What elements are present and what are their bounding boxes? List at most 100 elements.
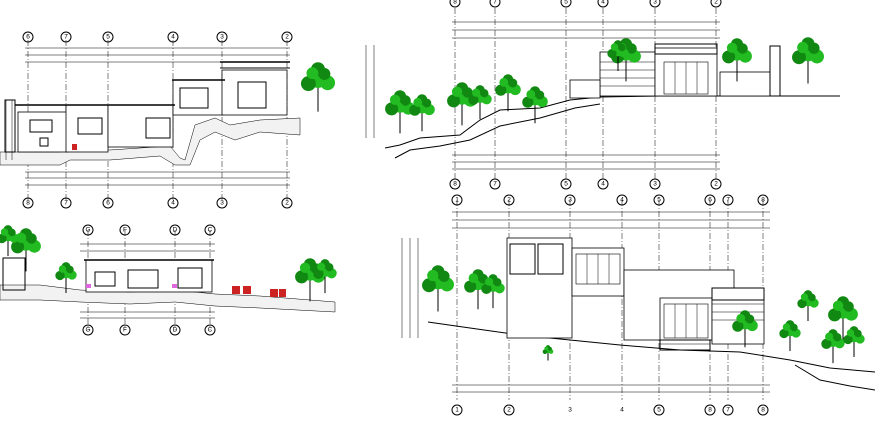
- svg-text:7: 7: [64, 200, 68, 207]
- svg-text:8: 8: [26, 200, 30, 207]
- elevation-north-dimensions-left: [365, 45, 375, 138]
- svg-text:1: 1: [455, 407, 459, 414]
- tree-icon: [495, 74, 521, 112]
- elevation-north: [365, 8, 840, 180]
- grid-bubble: 3: [649, 178, 661, 190]
- grid-bubble: 6: [102, 197, 114, 209]
- svg-text:2: 2: [507, 407, 511, 414]
- grid-bubble: D: [169, 324, 181, 336]
- tree-icon: [468, 85, 492, 120]
- grid-bubble: 4: [597, 0, 609, 8]
- grid-bubble: 8: [757, 194, 769, 206]
- grid-bubble: 4: [167, 31, 179, 43]
- elevation-south-terrain: [427, 321, 875, 373]
- svg-text:5: 5: [106, 34, 110, 41]
- svg-text:4: 4: [620, 407, 624, 414]
- grid-bubble: 8: [757, 404, 769, 416]
- grid-bubble: G: [82, 324, 94, 336]
- section-b: [0, 230, 336, 330]
- svg-text:2: 2: [285, 34, 289, 41]
- section-a-building: [4, 61, 290, 153]
- svg-text:3: 3: [568, 197, 572, 204]
- section-b-grid-bottom: G F D C: [82, 324, 216, 336]
- tree-icon: [779, 320, 801, 351]
- svg-text:8: 8: [453, 0, 457, 6]
- tree-icon: [792, 37, 824, 84]
- grid-bubble: 7: [722, 194, 734, 206]
- svg-text:7: 7: [726, 197, 730, 204]
- grid-label: 4: [620, 407, 624, 414]
- grid-bubble: 7: [60, 197, 72, 209]
- section-a: [0, 40, 301, 200]
- elevation-south-dimensions-bottom: [452, 384, 770, 393]
- svg-text:F: F: [123, 227, 127, 234]
- tree-icon: [11, 228, 41, 272]
- svg-text:D: D: [173, 227, 178, 234]
- grid-bubble: 8: [449, 178, 461, 190]
- svg-text:2: 2: [285, 200, 289, 207]
- svg-text:7: 7: [64, 34, 68, 41]
- grid-bubble: 2: [281, 197, 293, 209]
- trees: [0, 37, 865, 364]
- svg-text:5: 5: [564, 181, 568, 188]
- svg-text:5: 5: [657, 407, 661, 414]
- tree-icon: [300, 62, 336, 112]
- section-a-dimensions-bottom: [25, 171, 290, 186]
- grid-bubble: 2: [503, 194, 515, 206]
- tree-icon: [843, 326, 865, 357]
- elevation-south-grid-top: 1 2 3 4 5 6 7 8: [451, 194, 769, 206]
- section-b-dimensions-bottom: [80, 311, 215, 319]
- elevation-south-terrain-lower: [794, 364, 875, 391]
- grid-bubble: C: [204, 224, 216, 236]
- grid-bubble: 3: [649, 0, 661, 8]
- tree-icon: [422, 265, 454, 312]
- grid-bubble: 2: [710, 178, 722, 190]
- tree-icon: [0, 225, 19, 256]
- tree-icon: [821, 329, 845, 364]
- svg-text:4: 4: [171, 200, 175, 207]
- tree-icon: [797, 290, 819, 321]
- svg-text:6: 6: [106, 200, 110, 207]
- tree-icon: [722, 38, 752, 82]
- section-b-dimensions-top: [80, 243, 215, 252]
- grid-label: 3: [568, 407, 572, 414]
- tree-icon: [409, 94, 435, 132]
- svg-text:D: D: [173, 327, 178, 334]
- section-b-grid-top: G F D C: [82, 224, 216, 236]
- grid-bubble: 8: [449, 0, 461, 8]
- section-a-grid-top: 6 7 5 4 3 2: [22, 31, 293, 43]
- tree-icon: [522, 86, 548, 124]
- grid-bubble: 5: [653, 194, 665, 206]
- svg-text:8: 8: [761, 407, 765, 414]
- svg-text:7: 7: [493, 0, 497, 6]
- svg-text:8: 8: [453, 181, 457, 188]
- svg-text:8: 8: [708, 407, 712, 414]
- svg-text:3: 3: [568, 407, 572, 414]
- tree-icon: [313, 259, 337, 294]
- svg-text:6: 6: [26, 34, 30, 41]
- svg-text:1: 1: [455, 197, 459, 204]
- grid-bubble: 4: [597, 178, 609, 190]
- elevation-south-dimensions-top: [452, 211, 770, 229]
- svg-text:4: 4: [620, 197, 624, 204]
- grid-bubble: C: [204, 324, 216, 336]
- svg-text:4: 4: [601, 0, 605, 6]
- svg-text:5: 5: [657, 197, 661, 204]
- grid-bubble: 3: [216, 197, 228, 209]
- svg-text:2: 2: [714, 0, 718, 6]
- svg-text:5: 5: [564, 0, 568, 6]
- grid-bubble: 4: [167, 197, 179, 209]
- elevation-south-dimensions-left: [401, 238, 419, 338]
- elevation-north-dimensions-top: [452, 21, 720, 39]
- grid-bubble: 7: [489, 0, 501, 8]
- grid-bubble: 5: [653, 404, 665, 416]
- svg-text:6: 6: [708, 197, 712, 204]
- grid-bubble: 5: [560, 178, 572, 190]
- grid-bubble: F: [119, 324, 131, 336]
- grid-bubble: 7: [722, 404, 734, 416]
- svg-text:G: G: [85, 327, 90, 334]
- svg-text:7: 7: [493, 181, 497, 188]
- elevation-north-terrain-lower: [394, 103, 601, 159]
- svg-text:7: 7: [726, 407, 730, 414]
- elevation-south-building: [506, 237, 765, 351]
